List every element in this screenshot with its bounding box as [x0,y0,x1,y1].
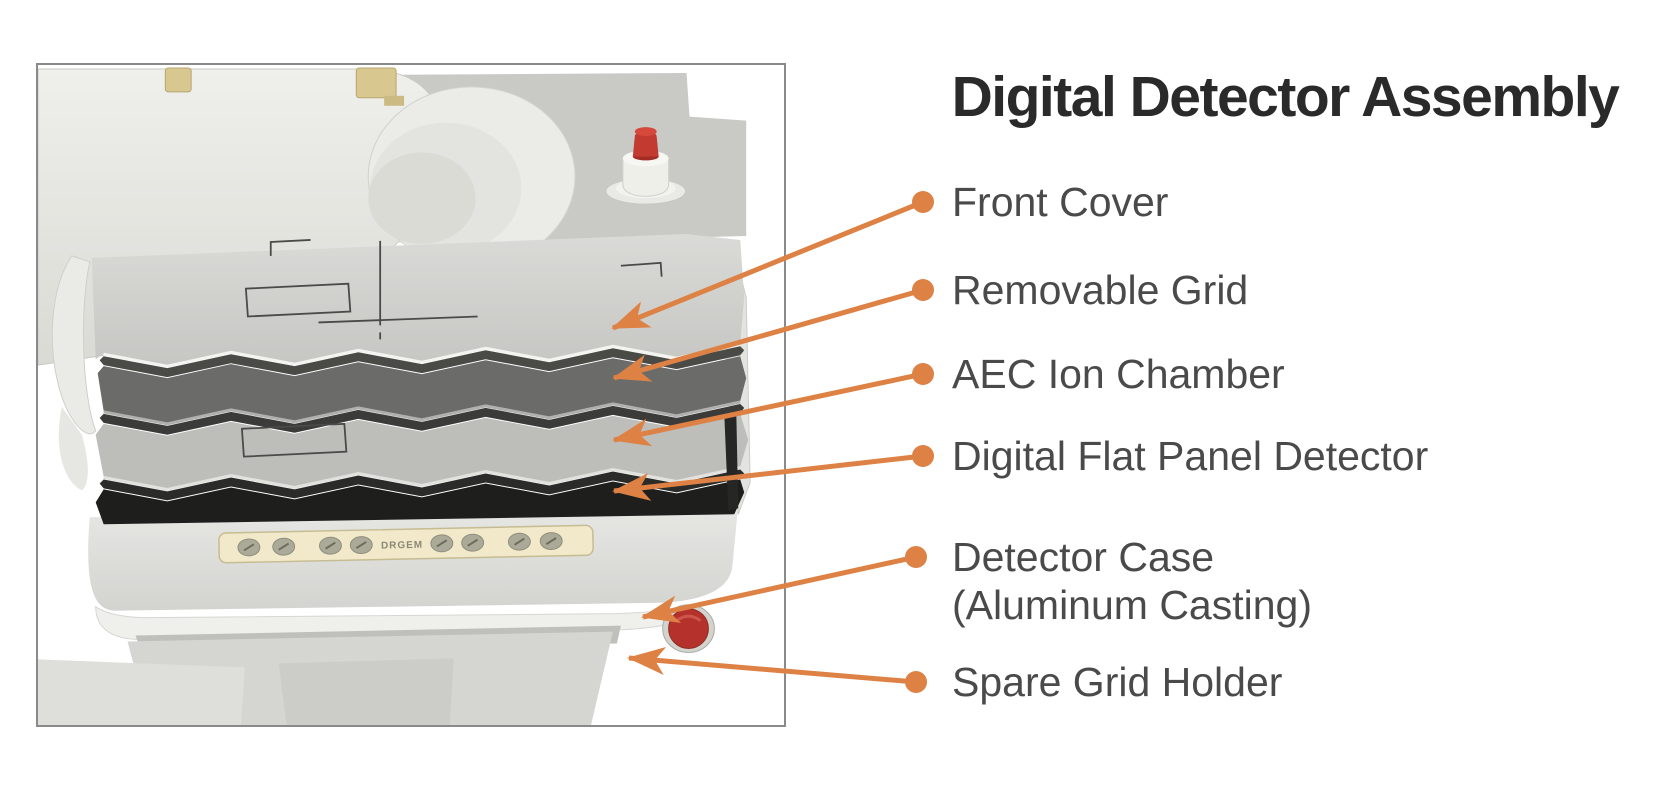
left-bumper [51,255,97,491]
callout-label: AEC Ion Chamber [952,351,1285,397]
bullet-icon [905,671,927,693]
device-illustration: DRGEM [38,67,751,725]
cover-shadow [99,346,745,378]
bullet-icon [905,546,927,568]
callout-removable-grid: Removable Grid [952,266,1248,314]
removable-grid-layer [97,356,747,423]
callout-label: Spare Grid Holder [952,659,1283,705]
grid-shadow [99,403,745,435]
aec-shadow [99,469,745,501]
control-strip: DRGEM [218,524,594,564]
brand-text: DRGEM [381,540,423,552]
front-cover-layer [91,233,745,366]
bullet-icon [912,445,934,467]
callout-label: Digital Flat Panel Detector [952,433,1429,479]
bullet-icon [912,363,934,385]
pedestal-base [38,625,621,725]
callout-label: Front Cover [952,179,1169,225]
callout-aec-ion-chamber: AEC Ion Chamber [952,350,1285,398]
callout-spare-grid-holder: Spare Grid Holder [952,658,1282,706]
release-button [662,604,715,653]
callout-label-line2: (Aluminum Casting) [952,582,1312,628]
bullet-icon [912,191,934,213]
aec-ion-chamber-layer [95,413,749,489]
bullet-icon [912,279,934,301]
callout-flat-panel-detector: Digital Flat Panel Detector [952,432,1428,480]
callout-label: Detector Case [952,534,1215,580]
clamp-brackets [164,67,405,106]
pivot-cylinder-icon [367,86,576,267]
page-title: Digital Detector Assembly [951,65,1620,129]
cover-markings [240,239,663,458]
callout-bullets [905,191,934,693]
figure-frame: DRGEM [36,63,786,727]
callout-detector-case: Detector Case (Aluminum Casting) [952,533,1312,629]
callout-front-cover: Front Cover [952,178,1168,226]
control-buttons [237,532,563,557]
flat-panel-layer [95,479,745,525]
callout-label: Removable Grid [952,267,1249,313]
emergency-stop-button [605,127,687,205]
